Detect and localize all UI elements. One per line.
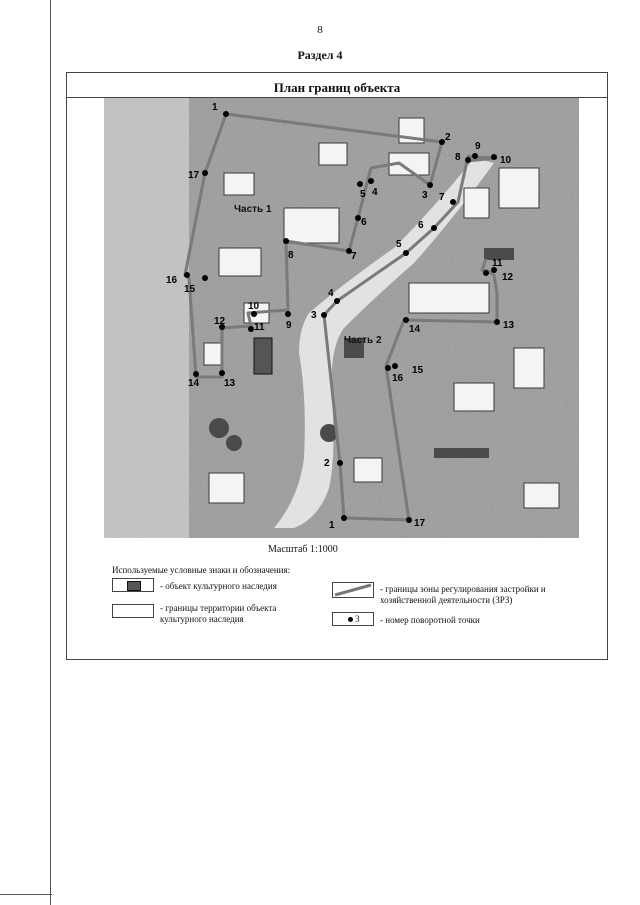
point-label-1-6: 6 bbox=[361, 217, 367, 228]
point-label-2-8: 8 bbox=[455, 152, 461, 163]
point-label-2-1: 1 bbox=[329, 520, 335, 531]
title-divider bbox=[67, 97, 607, 98]
part-1-label: Часть 1 bbox=[234, 204, 272, 215]
turning-point-1-12 bbox=[219, 324, 225, 330]
turning-point-1-5 bbox=[357, 181, 363, 187]
turning-point-2-3 bbox=[321, 312, 327, 318]
turning-point-2-13 bbox=[494, 319, 500, 325]
turning-point-2-5 bbox=[403, 250, 409, 256]
point-label-1-14: 14 bbox=[188, 378, 200, 389]
map-scale: Масштаб 1:1000 bbox=[268, 544, 338, 555]
turning-point-2-1 bbox=[341, 515, 347, 521]
turning-point-1-8 bbox=[283, 238, 289, 244]
turning-point-1-7 bbox=[346, 248, 352, 254]
turning-point-1-14 bbox=[193, 371, 199, 377]
point-label-2-2: 2 bbox=[324, 458, 330, 469]
turning-point-1-1 bbox=[223, 111, 229, 117]
legend-territory-label: - границы территории объекта культурного… bbox=[160, 603, 277, 624]
turning-point-1-6 bbox=[355, 215, 361, 221]
point-label-2-10: 10 bbox=[500, 155, 512, 166]
turning-point-1-15 bbox=[202, 275, 208, 281]
turning-point-2-10 bbox=[491, 154, 497, 160]
boundary-part-1-outline bbox=[183, 112, 444, 379]
page-margin-line bbox=[50, 0, 51, 905]
legend-zrz-label: - границы зоны регулирования застройки и… bbox=[380, 584, 546, 605]
point-label-2-7: 7 bbox=[439, 192, 445, 203]
point-label-1-10: 10 bbox=[248, 301, 260, 312]
legend-heritage-label: - объект культурного наследия bbox=[160, 581, 277, 591]
turning-point-2-16 bbox=[385, 365, 391, 371]
aerial-photo bbox=[104, 98, 579, 538]
turning-point-2-4 bbox=[334, 298, 340, 304]
turning-point-1-13 bbox=[219, 370, 225, 376]
page-number: 8 bbox=[317, 24, 323, 36]
point-label-2-16: 16 bbox=[392, 373, 404, 384]
boundary-map: Часть 1 Часть 2 bbox=[104, 98, 579, 538]
legend-point-swatch: 3 bbox=[332, 612, 374, 626]
plan-title: План границ объекта bbox=[273, 80, 401, 95]
turning-point-1-11 bbox=[248, 326, 254, 332]
point-label-2-4: 4 bbox=[328, 288, 334, 299]
plan-frame bbox=[66, 72, 608, 660]
point-label-2-6: 6 bbox=[418, 220, 424, 231]
turning-point-2-7 bbox=[450, 199, 456, 205]
point-label-1-7: 7 bbox=[351, 251, 357, 262]
turning-point-2-8 bbox=[465, 157, 471, 163]
point-label-2-9: 9 bbox=[475, 141, 481, 152]
turning-point-1-3 bbox=[427, 182, 433, 188]
legend-zrz-swatch bbox=[332, 582, 374, 598]
legend-heritage-swatch bbox=[112, 578, 154, 592]
turning-point-1-10 bbox=[251, 311, 257, 317]
point-label-1-8: 8 bbox=[288, 250, 294, 261]
turning-point-1-4 bbox=[368, 178, 374, 184]
heritage-object-marker bbox=[253, 337, 273, 375]
point-label-1-16: 16 bbox=[166, 275, 178, 286]
turning-point-1-9 bbox=[285, 311, 291, 317]
turning-point-2-9 bbox=[472, 153, 478, 159]
point-label-1-2: 2 bbox=[445, 132, 451, 143]
turning-point-1-17 bbox=[202, 170, 208, 176]
turning-point-2-11 bbox=[491, 267, 497, 273]
point-label-2-14: 14 bbox=[409, 324, 421, 335]
turning-point-2-12 bbox=[483, 270, 489, 276]
turning-point-2-17 bbox=[406, 517, 412, 523]
point-label-1-12: 12 bbox=[214, 316, 226, 327]
legend-heading: Используемые условные знаки и обозначени… bbox=[112, 565, 291, 575]
point-label-2-12: 12 bbox=[502, 272, 514, 283]
point-label-1-3: 3 bbox=[422, 190, 428, 201]
page-footer-line bbox=[0, 894, 52, 895]
turning-point-2-15 bbox=[392, 363, 398, 369]
point-label-1-5: 5 bbox=[360, 189, 366, 200]
turning-point-1-16 bbox=[184, 272, 190, 278]
point-label-2-5: 5 bbox=[396, 239, 402, 250]
section-title: Раздел 4 bbox=[297, 48, 343, 62]
turning-point-1-2 bbox=[439, 139, 445, 145]
legend-territory-swatch bbox=[112, 604, 154, 618]
legend-point-dot bbox=[348, 617, 353, 622]
legend-point-number: 3 bbox=[355, 614, 360, 624]
turning-point-2-2 bbox=[337, 460, 343, 466]
point-label-1-17: 17 bbox=[188, 170, 200, 181]
turning-point-2-6 bbox=[431, 225, 437, 231]
point-label-2-17: 17 bbox=[414, 518, 426, 529]
point-label-1-13: 13 bbox=[224, 378, 236, 389]
point-label-2-11: 11 bbox=[492, 258, 503, 269]
point-label-2-15: 15 bbox=[412, 365, 424, 376]
point-label-1-11: 11 bbox=[254, 322, 265, 333]
point-label-1-4: 4 bbox=[372, 187, 378, 198]
point-label-2-3: 3 bbox=[311, 310, 317, 321]
point-label-2-13: 13 bbox=[503, 320, 515, 331]
turning-point-2-14 bbox=[403, 317, 409, 323]
part-2-label: Часть 2 bbox=[344, 335, 382, 346]
legend-point-label: - номер поворотной точки bbox=[380, 615, 480, 625]
point-label-1-9: 9 bbox=[286, 320, 292, 331]
point-label-1-1: 1 bbox=[212, 102, 218, 113]
point-label-1-15: 15 bbox=[184, 284, 196, 295]
